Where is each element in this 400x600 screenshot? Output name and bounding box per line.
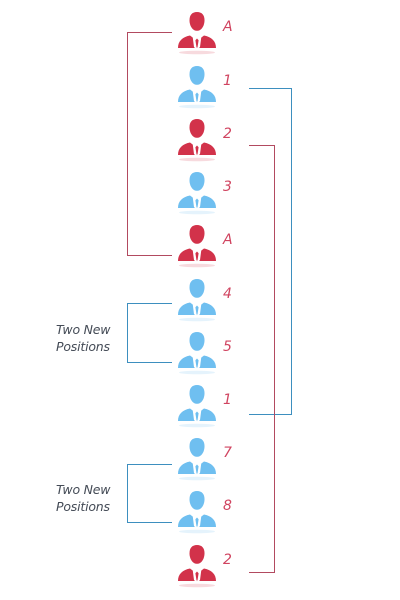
position-label: 7 — [223, 445, 232, 461]
position-2-top: 2 — [176, 117, 256, 162]
connector-a-pair — [127, 32, 172, 256]
person-icon — [178, 66, 216, 109]
position-label: 1 — [223, 392, 232, 408]
position-a-bottom: A — [176, 223, 256, 268]
person-icon — [178, 545, 216, 588]
position-label: 5 — [223, 339, 232, 355]
position-4: 4 — [176, 277, 256, 322]
position-1-bottom: 1 — [176, 383, 256, 428]
position-label: 1 — [223, 73, 232, 89]
position-3: 3 — [176, 170, 256, 215]
person-icon — [178, 491, 216, 534]
connector-new-positions-lower — [127, 464, 172, 523]
note-line-2: Positions — [56, 499, 110, 514]
position-2-bottom: 2 — [176, 543, 256, 588]
position-8: 8 — [176, 489, 256, 534]
position-5: 5 — [176, 330, 256, 375]
note-line-1: Two New — [56, 322, 111, 337]
connector-2-pair — [249, 145, 275, 573]
position-label: 2 — [223, 126, 232, 142]
position-label: 2 — [223, 552, 232, 568]
position-7: 7 — [176, 436, 256, 481]
person-icon — [178, 12, 216, 55]
position-1-top: 1 — [176, 64, 256, 109]
position-label: 4 — [223, 286, 232, 302]
note-line-2: Positions — [56, 339, 110, 354]
connector-new-positions-upper — [127, 303, 172, 363]
person-icon — [178, 332, 216, 375]
position-a-top: A — [176, 10, 256, 55]
note-line-1: Two New — [56, 482, 111, 497]
person-icon — [178, 119, 216, 162]
person-icon — [178, 279, 216, 322]
connector-1-pair — [249, 88, 292, 415]
person-icon — [178, 225, 216, 268]
new-positions-note-upper: Two New Positions — [56, 321, 136, 355]
person-icon — [178, 172, 216, 215]
position-label: A — [223, 19, 233, 35]
position-label: 3 — [223, 179, 232, 195]
position-label: A — [223, 232, 233, 248]
new-positions-note-lower: Two New Positions — [56, 481, 136, 515]
person-icon — [178, 438, 216, 481]
position-label: 8 — [223, 498, 232, 514]
person-icon — [178, 385, 216, 428]
